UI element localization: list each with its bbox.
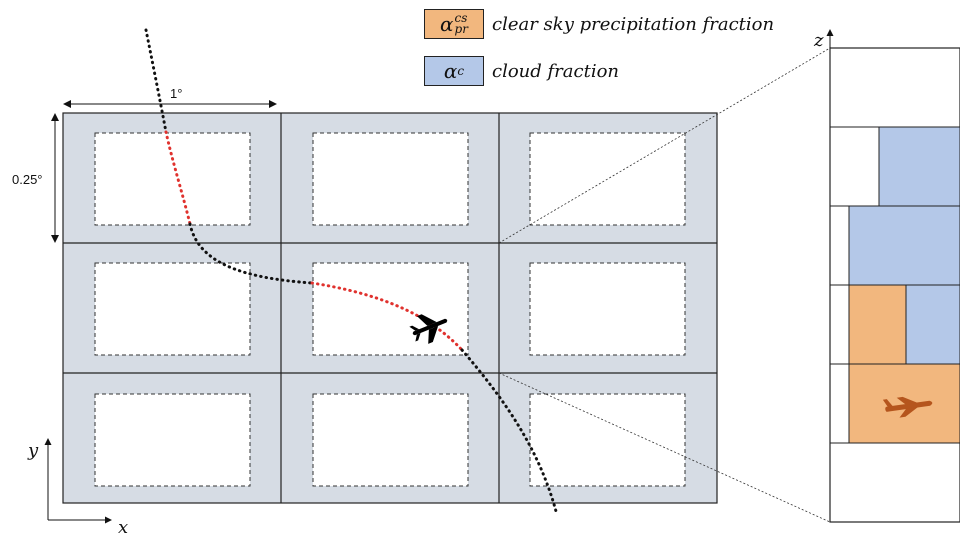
flight-track — [144, 28, 559, 517]
legend-precip-swatch: α cs pr — [424, 9, 484, 39]
width-dimension-label: 1° — [170, 86, 183, 101]
inner-cell-2-3 — [529, 262, 686, 356]
legend-cloud-row: α c cloud fraction — [424, 56, 619, 86]
track-segment-mid — [188, 222, 314, 285]
projection-lines — [498, 47, 831, 523]
dimension-width-arrow — [63, 100, 277, 108]
dimension-height-arrow — [51, 113, 59, 243]
model-grid — [62, 112, 718, 504]
precip-symbol-sup: cs — [454, 11, 468, 25]
aircraft-icon — [409, 314, 448, 344]
column-layer-3-cloud — [848, 205, 960, 286]
cloud-symbol-sub: c — [457, 64, 465, 78]
inner-cell-1-1 — [94, 132, 251, 226]
z-axis-label: z — [814, 30, 824, 51]
precip-symbol-base: α — [440, 12, 454, 36]
inner-cell-3-3 — [529, 393, 686, 487]
column-layer-2-cloud — [878, 126, 960, 207]
legend-precip-label: clear sky precipitation fraction — [492, 13, 775, 35]
legend-precip-row: α cs pr clear sky precipitation fraction — [424, 9, 774, 39]
inner-cell-3-2 — [312, 393, 469, 487]
track-segment-bottom — [460, 348, 559, 517]
column-layer-4-precip — [848, 284, 907, 365]
cloud-symbol-base: α — [443, 59, 458, 83]
inner-cell-2-2 — [312, 262, 469, 356]
xy-axes — [44, 438, 112, 524]
x-axis-label: x — [118, 517, 129, 538]
precip-symbol-sub: pr — [454, 22, 468, 36]
track-segment-red-2 — [310, 281, 464, 352]
legend-cloud-swatch: α c — [424, 56, 484, 86]
precip-symbol-scripts: cs pr — [454, 11, 468, 36]
vertical-column — [829, 47, 960, 523]
inner-cell-2-1 — [94, 262, 251, 356]
column-aircraft-icon — [882, 396, 933, 418]
column-layer-4-cloud — [905, 284, 960, 365]
inner-cell-3-1 — [94, 393, 251, 487]
height-dimension-label: 0.25° — [12, 172, 43, 187]
z-axis — [826, 29, 834, 48]
legend-cloud-label: cloud fraction — [492, 60, 620, 82]
y-axis-label: y — [28, 440, 39, 461]
inner-cell-1-2 — [312, 132, 469, 226]
track-segment-top — [144, 28, 168, 134]
